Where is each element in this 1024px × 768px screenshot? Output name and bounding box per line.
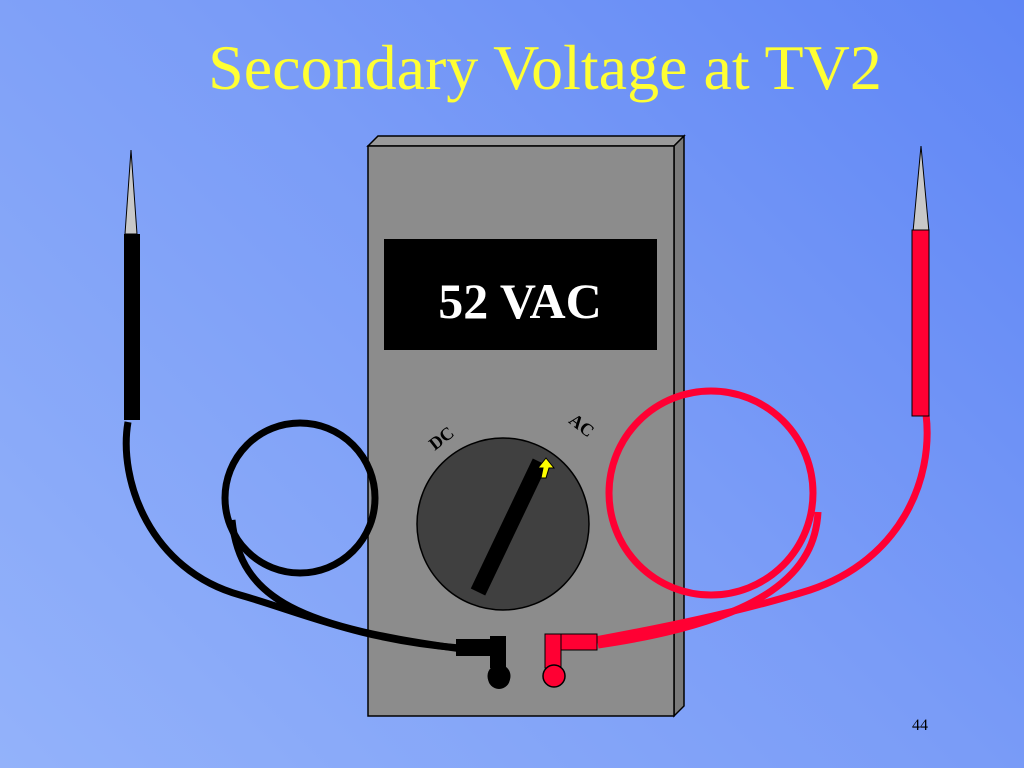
com-jack[interactable] xyxy=(487,664,511,688)
red-plug xyxy=(544,633,598,669)
voltage-jack[interactable] xyxy=(542,664,566,688)
red-probe xyxy=(911,145,930,417)
meter-display: 52 VAC xyxy=(384,239,657,350)
selector-arrow-icon xyxy=(536,457,556,479)
page-number: 44 xyxy=(912,717,928,734)
black-lead-cable xyxy=(122,419,471,654)
display-reading: 52 VAC xyxy=(438,273,601,329)
slide-title: Secondary Voltage at TV2 xyxy=(208,32,882,103)
red-lead-cable xyxy=(594,387,931,649)
black-probe xyxy=(124,149,140,420)
selector-dial[interactable] xyxy=(416,437,590,611)
